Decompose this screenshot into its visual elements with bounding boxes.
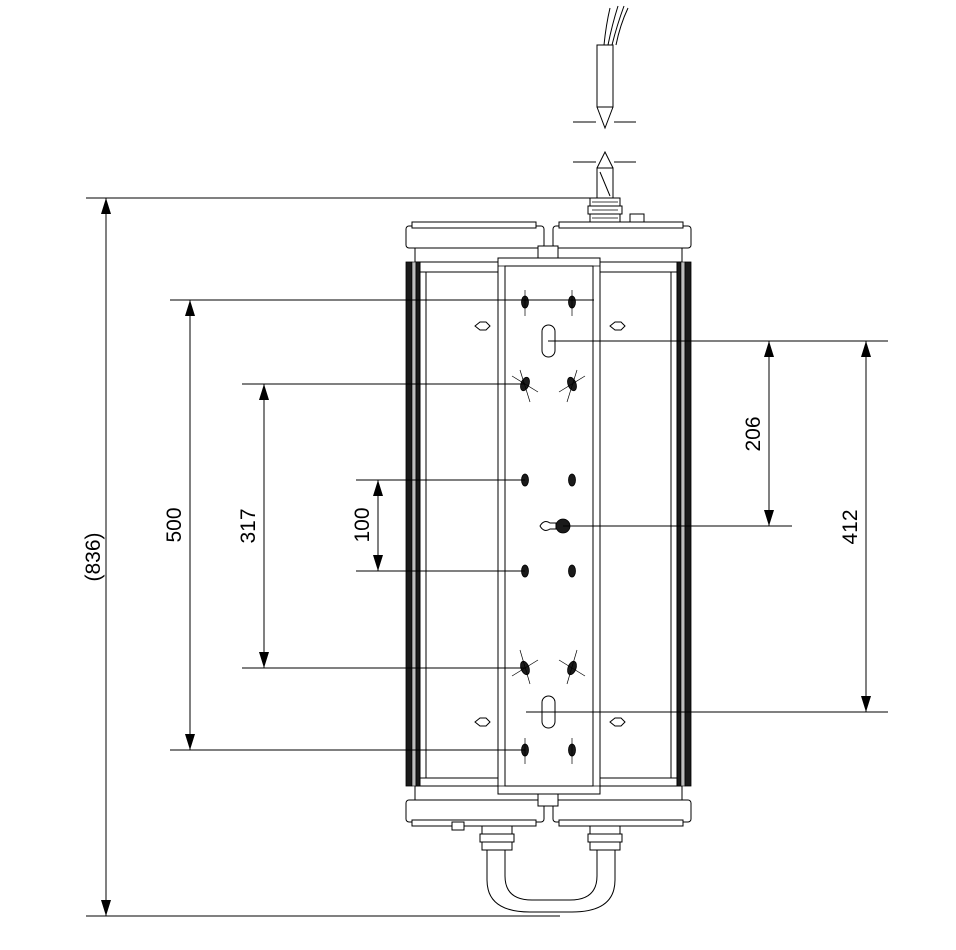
housing-hex-bolts	[474, 321, 626, 727]
bracket-holes	[511, 290, 586, 764]
top-cable-gland	[587, 197, 645, 225]
right-fins	[676, 261, 692, 787]
top-end-cap	[405, 221, 692, 263]
dim-slot-spacing: 412	[839, 509, 862, 544]
dimension-lines	[86, 197, 888, 917]
power-cable-top	[573, 5, 636, 199]
dim-inner-mount-spacing: 317	[237, 508, 260, 543]
dim-outer-mount-spacing: 500	[163, 507, 186, 542]
left-fins	[405, 261, 421, 787]
dim-half-slot-spacing: 206	[742, 416, 765, 451]
bottom-cable-loop	[479, 825, 623, 913]
dim-overall-height: (836)	[82, 532, 105, 581]
dim-center-hole-spacing: 100	[351, 507, 374, 542]
